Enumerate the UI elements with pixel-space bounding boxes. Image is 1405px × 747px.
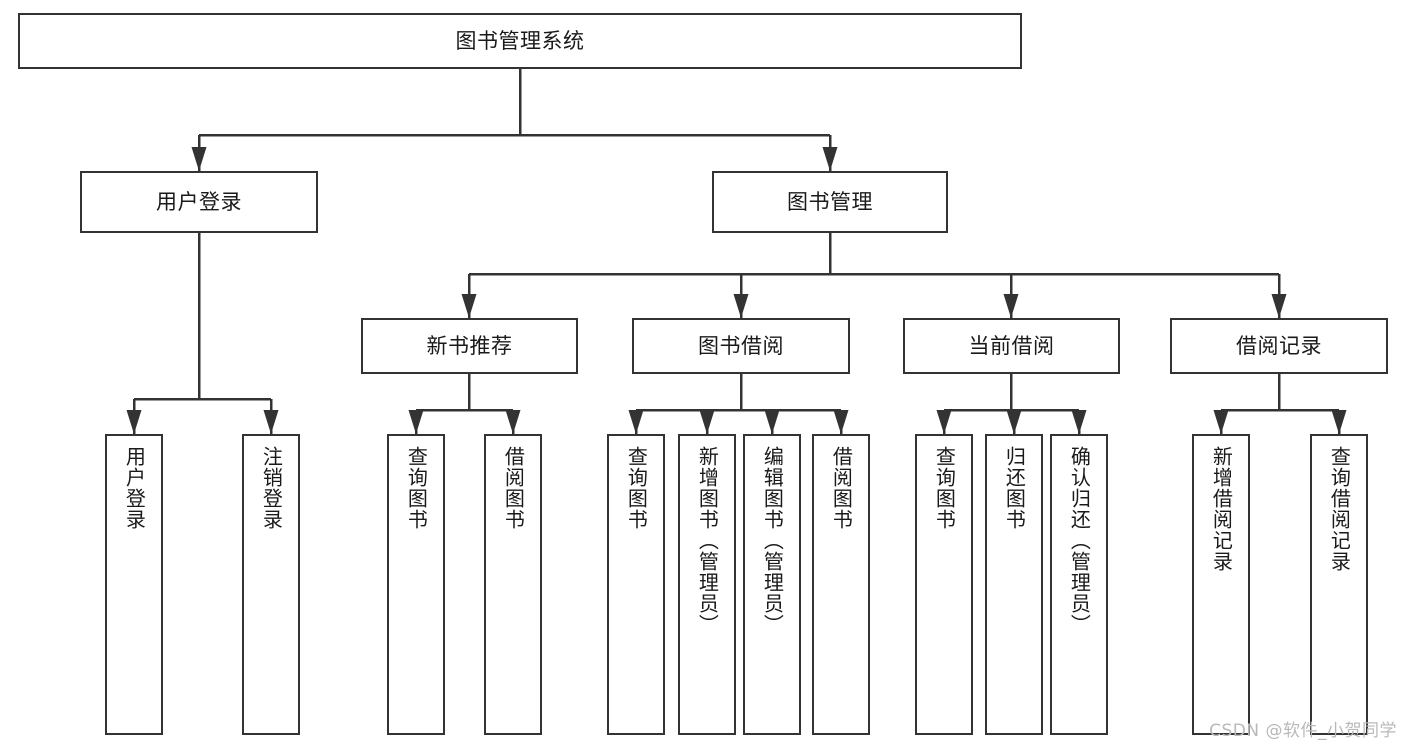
node-label-leaf-query-borrow-record: 查询借阅记录 bbox=[1327, 446, 1352, 572]
arrowhead-leaf-edit-book-admin bbox=[764, 410, 780, 434]
node-label-leaf-add-borrow-record: 新增借阅记录 bbox=[1209, 446, 1234, 572]
node-leaf-query-book-recommend[interactable]: 查询图书 bbox=[387, 434, 445, 735]
arrowhead-borrow-record bbox=[1271, 294, 1287, 318]
arrowhead-book-management bbox=[822, 147, 838, 171]
node-label-leaf-confirm-return-admin: 确认归还（管理员） bbox=[1067, 446, 1092, 635]
node-label-leaf-return-book: 归还图书 bbox=[1002, 446, 1027, 530]
arrowhead-leaf-borrow-book bbox=[833, 410, 849, 434]
node-label-leaf-query-book-current: 查询图书 bbox=[932, 446, 957, 530]
node-leaf-borrow-book[interactable]: 借阅图书 bbox=[812, 434, 870, 735]
node-leaf-confirm-return-admin[interactable]: 确认归还（管理员） bbox=[1050, 434, 1108, 735]
node-new-book-recommend[interactable]: 新书推荐 bbox=[361, 318, 578, 374]
arrowhead-leaf-query-book-recommend bbox=[408, 410, 424, 434]
node-label-user-login: 用户登录 bbox=[156, 189, 242, 214]
node-label-root: 图书管理系统 bbox=[455, 28, 585, 53]
node-label-book-borrow: 图书借阅 bbox=[698, 333, 784, 358]
node-book-management[interactable]: 图书管理 bbox=[712, 171, 948, 233]
node-label-leaf-user-login: 用户登录 bbox=[122, 446, 147, 530]
arrowhead-book-borrow bbox=[733, 294, 749, 318]
csdn-watermark: CSDN @软件_小贺同学 bbox=[1209, 721, 1397, 741]
arrowhead-leaf-borrow-book-recommend bbox=[505, 410, 521, 434]
node-leaf-add-borrow-record[interactable]: 新增借阅记录 bbox=[1192, 434, 1250, 735]
arrowhead-leaf-confirm-return-admin bbox=[1071, 410, 1087, 434]
node-leaf-query-book-borrow[interactable]: 查询图书 bbox=[607, 434, 665, 735]
node-label-leaf-borrow-book: 借阅图书 bbox=[829, 446, 854, 530]
node-label-borrow-record: 借阅记录 bbox=[1236, 333, 1322, 358]
arrowhead-leaf-user-login bbox=[126, 410, 142, 434]
node-borrow-record[interactable]: 借阅记录 bbox=[1170, 318, 1388, 374]
node-label-leaf-borrow-book-recommend: 借阅图书 bbox=[501, 446, 526, 530]
node-leaf-logout[interactable]: 注销登录 bbox=[242, 434, 300, 735]
arrowhead-new-book-recommend bbox=[461, 294, 477, 318]
node-book-borrow[interactable]: 图书借阅 bbox=[632, 318, 850, 374]
arrowhead-leaf-add-book-admin bbox=[699, 410, 715, 434]
node-leaf-borrow-book-recommend[interactable]: 借阅图书 bbox=[484, 434, 542, 735]
node-label-leaf-edit-book-admin: 编辑图书（管理员） bbox=[760, 446, 785, 635]
node-user-login[interactable]: 用户登录 bbox=[80, 171, 318, 233]
node-leaf-return-book[interactable]: 归还图书 bbox=[985, 434, 1043, 735]
node-label-new-book-recommend: 新书推荐 bbox=[426, 333, 513, 358]
node-leaf-edit-book-admin[interactable]: 编辑图书（管理员） bbox=[743, 434, 801, 735]
node-leaf-add-book-admin[interactable]: 新增图书（管理员） bbox=[678, 434, 736, 735]
node-label-leaf-logout: 注销登录 bbox=[259, 446, 284, 530]
arrowhead-leaf-add-borrow-record bbox=[1213, 410, 1229, 434]
node-root[interactable]: 图书管理系统 bbox=[18, 13, 1022, 69]
arrowhead-leaf-query-book-current bbox=[936, 410, 952, 434]
node-label-leaf-query-book-recommend: 查询图书 bbox=[404, 446, 429, 530]
node-leaf-query-book-current[interactable]: 查询图书 bbox=[915, 434, 973, 735]
node-label-book-management: 图书管理 bbox=[787, 189, 873, 214]
arrowhead-leaf-query-book-borrow bbox=[628, 410, 644, 434]
arrowhead-leaf-logout bbox=[263, 410, 279, 434]
node-label-leaf-add-book-admin: 新增图书（管理员） bbox=[695, 446, 720, 635]
arrowhead-current-borrow bbox=[1003, 294, 1019, 318]
arrowhead-leaf-return-book bbox=[1006, 410, 1022, 434]
node-label-current-borrow: 当前借阅 bbox=[968, 333, 1055, 358]
node-leaf-query-borrow-record[interactable]: 查询借阅记录 bbox=[1310, 434, 1368, 735]
node-leaf-user-login[interactable]: 用户登录 bbox=[105, 434, 163, 735]
node-label-leaf-query-book-borrow: 查询图书 bbox=[624, 446, 649, 530]
arrowhead-user-login bbox=[191, 147, 207, 171]
node-current-borrow[interactable]: 当前借阅 bbox=[903, 318, 1120, 374]
arrowhead-leaf-query-borrow-record bbox=[1331, 410, 1347, 434]
